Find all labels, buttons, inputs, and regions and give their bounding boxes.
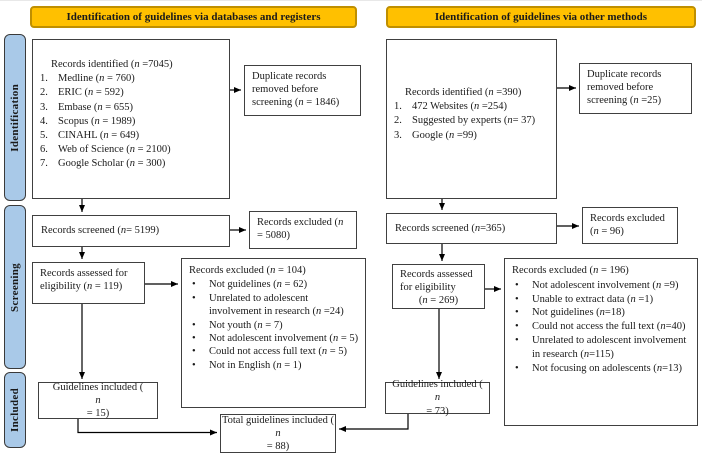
left-exclusion-reasons-box: Records excluded (n = 104) Not guideline…	[181, 258, 366, 408]
source-text: Web of Science (n = 2100)	[58, 144, 171, 156]
left-assessed-eligibility-box: Records assessed for eligibility (n = 11…	[32, 262, 145, 304]
source-number: 1.	[40, 73, 48, 85]
exclusion-reason: Not guidelines (n=18)	[512, 306, 691, 320]
exclusion-reason: Unrelated to adolescent involvement in r…	[512, 334, 691, 362]
source-text: Suggested by experts (n= 37)	[412, 115, 536, 127]
exclusions-title: Records excluded (n = 104)	[189, 265, 306, 276]
stage-identification-label: Identification	[9, 83, 21, 152]
left-records-screened-box: Records screened (n = 5199)	[32, 215, 230, 247]
right-assessed-eligibility-box: Records assessed for eligibility (n = 26…	[392, 264, 485, 309]
exclusions-title: Records excluded (n = 196)	[512, 265, 629, 276]
right-records-screened-box: Records screened (n =365)	[386, 213, 557, 244]
left-records-identified-title: Records identified (n =7045)	[51, 59, 173, 70]
source-number: 6.	[40, 144, 48, 156]
exclusion-reason: Not adolescent involvement (n =9)	[512, 279, 691, 293]
header-other-methods: Identification of guidelines via other m…	[386, 6, 696, 28]
source-text: Medline (n = 760)	[58, 73, 135, 85]
source-number: 3.	[394, 129, 402, 141]
header-databases-registers: Identification of guidelines via databas…	[30, 6, 357, 28]
source-text: Google Scholar (n = 300)	[58, 158, 166, 170]
source-number: 7.	[40, 158, 48, 170]
exclusion-reason: Not in English (n = 1)	[189, 359, 359, 373]
source-text: Google (n =99)	[412, 129, 477, 141]
left-duplicates-removed-box: Duplicate records removed before screeni…	[244, 65, 361, 116]
exclusion-reason: Unrelated to adolescent involvement in r…	[189, 292, 359, 319]
source-item: 2. ERIC (n = 592)	[33, 86, 229, 100]
exclusion-reason: Not adolescent involvement (n = 5)	[189, 332, 359, 346]
right-records-excluded-screening-box: Records excluded (n = 96)	[582, 207, 678, 244]
stage-included: Included	[4, 372, 26, 448]
source-number: 2.	[394, 115, 402, 127]
left-records-excluded-screening-box: Records excluded (n = 5080)	[249, 211, 357, 249]
source-item: 6. Web of Science (n = 2100)	[33, 143, 229, 157]
source-text: Scopus (n = 1989)	[58, 115, 136, 127]
source-item: 3. Embase (n = 655)	[33, 101, 229, 115]
exclusion-reason: Could not access the full text (n=40)	[512, 320, 691, 334]
stage-screening: Screening	[4, 205, 26, 369]
source-text: CINAHL (n = 649)	[58, 130, 140, 142]
source-text: Embase (n = 655)	[58, 101, 134, 113]
stage-included-label: Included	[9, 388, 21, 432]
exclusion-reason: Not guidelines (n = 62)	[189, 278, 359, 292]
exclusion-reason: Not youth (n = 7)	[189, 319, 359, 333]
left-records-identified-box: Records identified (n =7045) 1. Medline …	[32, 39, 230, 199]
source-item: 1. Medline (n = 760)	[33, 72, 229, 86]
source-number: 5.	[40, 130, 48, 142]
source-item: 5. CINAHL (n = 649)	[33, 129, 229, 143]
source-item: 7. Google Scholar (n = 300)	[33, 157, 229, 171]
source-number: 4.	[40, 115, 48, 127]
source-item: 4. Scopus (n = 1989)	[33, 115, 229, 129]
source-number: 1.	[394, 101, 402, 113]
left-guidelines-included-box: Guidelines included (n = 15)	[38, 382, 158, 419]
source-text: ERIC (n = 592)	[58, 87, 124, 99]
right-guidelines-included-box: Guidelines included (n = 73)	[385, 379, 490, 417]
source-item: 3. Google (n =99)	[387, 129, 556, 143]
stage-screening-label: Screening	[9, 262, 21, 312]
source-number: 2.	[40, 87, 48, 99]
right-records-identified-box: Records identified (n =390) 1. 472 Websi…	[386, 39, 557, 199]
stage-identification: Identification	[4, 34, 26, 201]
right-duplicates-removed-box: Duplicate records removed before screeni…	[579, 63, 692, 114]
source-item: 1. 472 Websites (n =254)	[387, 100, 556, 114]
assessed-line: for eligibility	[400, 282, 456, 294]
total-guidelines-included-box: Total guidelines included (n = 88)	[220, 414, 336, 453]
assessed-line: (n = 269)	[418, 295, 459, 307]
source-item: 2. Suggested by experts (n= 37)	[387, 114, 556, 128]
exclusion-reason: Unable to extract data (n =1)	[512, 293, 691, 307]
source-text: 472 Websites (n =254)	[412, 101, 508, 113]
source-number: 3.	[40, 101, 48, 113]
assessed-line: Records assessed	[400, 269, 473, 280]
right-records-identified-title: Records identified (n =390)	[405, 87, 522, 98]
exclusion-reason: Not focusing on adolescents (n=13)	[512, 362, 691, 376]
exclusion-reason: Could not access full text (n = 5)	[189, 345, 359, 359]
right-exclusion-reasons-box: Records excluded (n = 196) Not adolescen…	[504, 258, 698, 426]
